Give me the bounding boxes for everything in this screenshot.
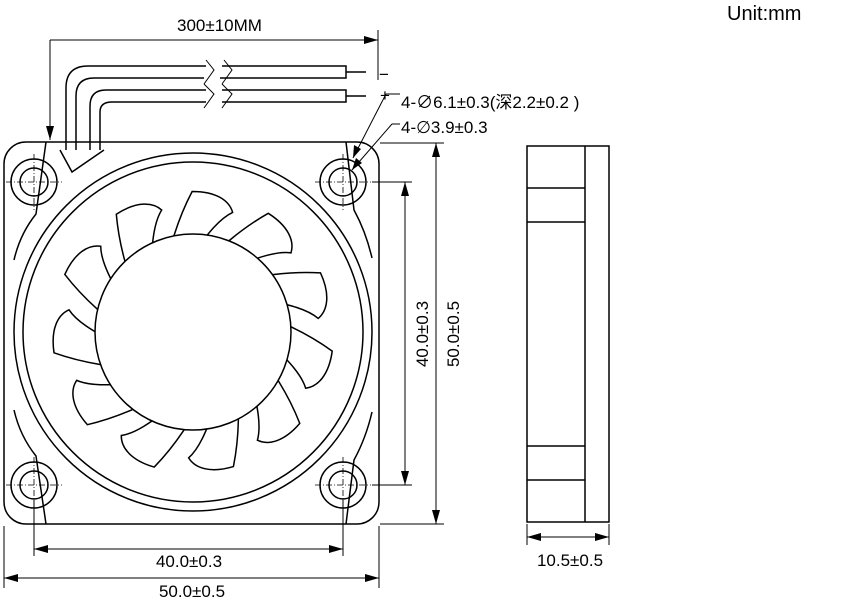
hole-inner-label: 4-∅3.9±0.3: [401, 118, 488, 137]
vertical-dimensions: 40.0±0.3 50.0±0.5: [372, 142, 463, 525]
front-view: [3, 141, 380, 525]
fan-hub: [94, 233, 292, 431]
hole-spacing-v-label: 40.0±0.3: [413, 301, 432, 367]
frame-edge-left: [13, 141, 47, 525]
polarity-negative: −: [379, 65, 389, 84]
fan-ring-outer: [13, 152, 373, 512]
mounting-hole-tr: [315, 154, 371, 210]
frame-edge-right: [345, 141, 373, 525]
mounting-hole-tl: [6, 154, 62, 210]
horizontal-dimensions: 40.0±0.3 50.0±0.5: [3, 500, 380, 600]
side-outline: [526, 145, 610, 523]
frame-height-label: 50.0±0.5: [444, 301, 463, 367]
hole-spacing-h-label: 40.0±0.3: [156, 552, 222, 571]
frame-width-label: 50.0±0.5: [159, 582, 225, 600]
cable-length-dimension: 300±10MM: [46, 16, 379, 140]
thickness-label: 10.5±0.5: [537, 551, 603, 570]
hole-outer-label: 4-∅6.1±0.3(深2.2±0.2 ): [401, 93, 579, 112]
side-view: 10.5±0.5: [526, 145, 610, 570]
fan-frame: [3, 141, 380, 525]
unit-label: Unit:mm: [727, 3, 801, 25]
hole-callouts: 4-∅6.1±0.3(深2.2±0.2 ) 4-∅3.9±0.3: [351, 93, 579, 171]
fan-ring-inner: [22, 161, 364, 503]
cable-length-label: 300±10MM: [177, 16, 262, 35]
